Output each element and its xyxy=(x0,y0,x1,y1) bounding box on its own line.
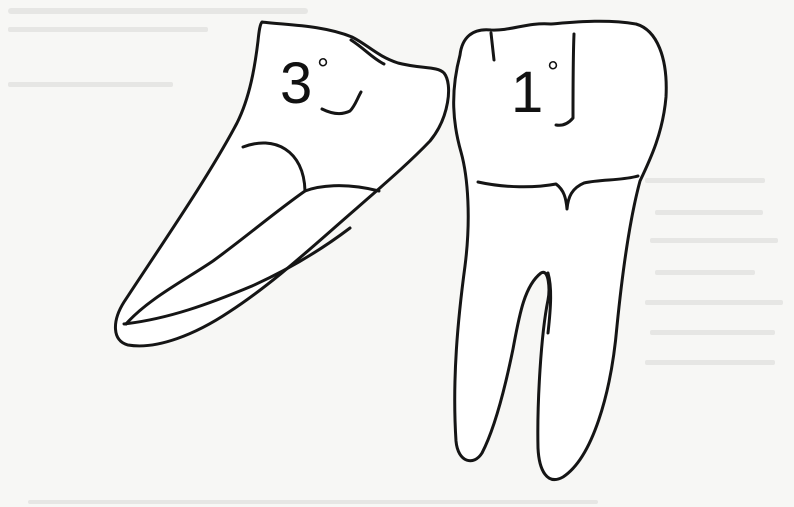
first-molar-label-degree: ° xyxy=(547,56,559,89)
ghost-line-1 xyxy=(8,8,308,14)
ghost-line-6 xyxy=(650,238,778,243)
ghost-line-8 xyxy=(645,300,783,305)
ghost-line-10 xyxy=(645,360,775,365)
ghost-bottom-line xyxy=(28,500,598,504)
first-molar-outline xyxy=(454,21,667,479)
first-molar-tooth xyxy=(454,21,667,479)
third-molar-label-number: 3 xyxy=(280,51,312,116)
first-molar-label-number: 1 xyxy=(511,60,543,125)
third-molar-label-degree: ° xyxy=(317,53,329,86)
ghost-line-5 xyxy=(655,210,763,215)
ghost-line-9 xyxy=(650,330,775,335)
ghost-line-4 xyxy=(645,178,765,183)
ghost-line-3 xyxy=(8,82,173,87)
ghost-line-7 xyxy=(655,270,755,275)
ghost-line-2 xyxy=(8,27,208,32)
